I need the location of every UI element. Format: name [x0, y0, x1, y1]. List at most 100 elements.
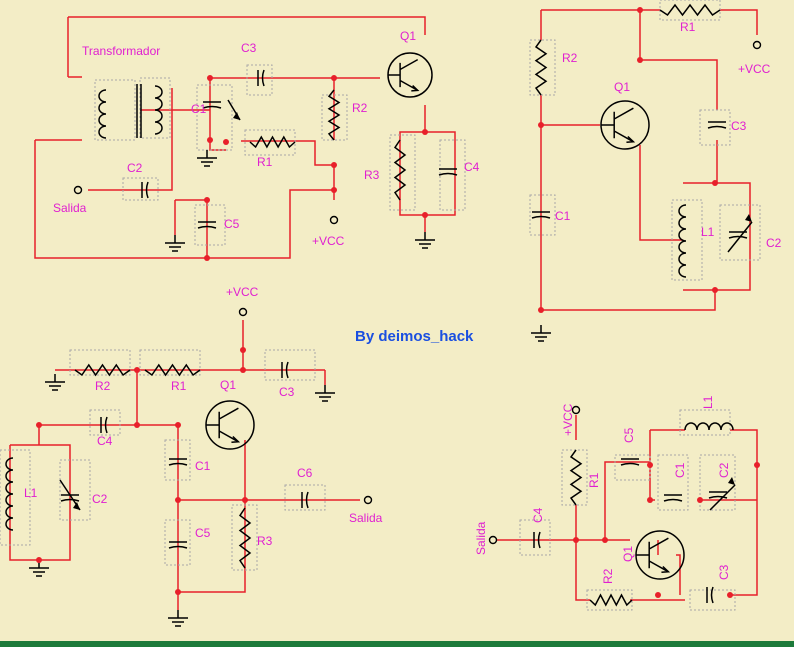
junction-dot — [538, 122, 544, 128]
ground-icon — [197, 150, 217, 167]
variable-arrow-head — [745, 214, 752, 222]
c2-capacitor — [141, 181, 149, 199]
c1-capacitor — [531, 211, 551, 219]
terminal-open — [752, 40, 762, 50]
c2-capacitor — [708, 491, 728, 499]
wire — [241, 140, 334, 166]
circuit-2-labels: R1 R2 Q1 +VCC C3 C1 L1 C2 — [555, 20, 782, 250]
component-outline — [586, 589, 633, 611]
component-outline — [59, 459, 91, 521]
junction-dot — [240, 347, 246, 353]
r1-resistor — [569, 449, 583, 506]
r3-resistor — [238, 507, 252, 569]
variable-arrow — [727, 221, 753, 253]
c2-c1-label: C1 — [555, 209, 571, 223]
c3-vcc-label: +VCC — [226, 285, 259, 299]
c4-capacitor — [533, 531, 541, 549]
component-outline — [231, 504, 258, 571]
transformer-core — [136, 84, 142, 138]
wire — [639, 145, 683, 241]
c2-l1-label: L1 — [701, 225, 715, 239]
junction-dot — [36, 557, 42, 563]
component-outline — [519, 519, 551, 556]
q1-transistor-arrow — [231, 435, 241, 444]
c4-c5-label: C5 — [622, 427, 636, 443]
component-outline — [122, 177, 159, 201]
junction-dot — [727, 592, 733, 598]
wire — [639, 10, 751, 291]
junction-dot — [134, 422, 140, 428]
c3-capacitor — [281, 361, 289, 379]
junction-dot — [422, 129, 428, 135]
component-outline — [689, 589, 736, 611]
c3-c2-label: C2 — [92, 492, 108, 506]
junction-dot — [242, 497, 248, 503]
junction-dot — [175, 589, 181, 595]
transformer-secondary — [154, 85, 163, 135]
junction-dot — [175, 497, 181, 503]
c1-c4-label: C4 — [464, 160, 480, 174]
junction-dot — [647, 497, 653, 503]
junction-dots — [36, 7, 762, 598]
c4-capacitor — [438, 168, 458, 176]
junction-dot — [204, 255, 210, 261]
c3-c4-label: C4 — [97, 434, 113, 448]
junction-dot — [207, 137, 213, 143]
wires — [9, 9, 758, 610]
c1-r3-label: R3 — [364, 168, 380, 182]
component-outline — [246, 64, 273, 96]
c1-output-label: Salida — [53, 201, 87, 215]
c1-c3-label: C3 — [241, 41, 257, 55]
terminal-open — [363, 495, 373, 505]
ground-icon — [29, 560, 49, 577]
r2-resistor — [534, 39, 548, 96]
c3-r1-label: R1 — [171, 379, 187, 393]
circuit-4-labels: +VCC L1 C5 C1 C2 R1 Salida C4 Q1 R2 C3 — [474, 395, 731, 584]
junction-dot — [331, 75, 337, 81]
q1-transistor-body — [206, 407, 239, 443]
c4-output-label: Salida — [474, 521, 488, 555]
c1-capacitor — [168, 458, 188, 466]
component-outline — [389, 134, 416, 211]
c2-c2-label: C2 — [766, 236, 782, 250]
c5-capacitor — [197, 221, 217, 229]
junction-dot — [223, 139, 229, 145]
q1-transistor-body — [388, 58, 419, 92]
c4-c3-label: C3 — [717, 564, 731, 580]
c5-capacitor — [168, 541, 188, 549]
wire — [174, 200, 208, 258]
c3-l1-label: L1 — [24, 486, 38, 500]
component-outline — [284, 484, 326, 511]
junction-dot — [331, 162, 337, 168]
junction-dot — [538, 307, 544, 313]
junction-dot — [207, 75, 213, 81]
c3-output-label: Salida — [349, 511, 383, 525]
variable-arrow-head — [73, 502, 80, 510]
c3-capacitor — [257, 69, 265, 87]
variable-arrow-head — [728, 477, 735, 485]
c1-q1-label: Q1 — [400, 29, 416, 43]
c1-capacitor — [663, 494, 683, 502]
circuit-3-labels: +VCC R2 R1 Q1 C3 C4 C1 C6 L1 C2 Salida C… — [24, 285, 383, 548]
ground-icon — [168, 610, 188, 627]
component-outline — [164, 439, 191, 481]
c3-capacitor — [707, 121, 727, 129]
c1-transformer-label: Transformador — [82, 44, 160, 58]
component-outline — [439, 139, 466, 211]
component-outline — [139, 349, 201, 376]
c4-c4-label: C4 — [531, 507, 545, 523]
bottom-strip — [0, 641, 794, 647]
c3-c1-label: C1 — [195, 459, 211, 473]
ground-icon — [45, 374, 65, 391]
junction-dot — [637, 7, 643, 13]
component-outline — [321, 94, 348, 141]
component-outline — [657, 454, 689, 511]
junction-dot — [712, 287, 718, 293]
junction-dot — [647, 462, 653, 468]
junction-dot — [637, 57, 643, 63]
transformer-primary — [98, 89, 107, 139]
c4-r1-label: R1 — [587, 472, 601, 488]
ground-icon — [165, 235, 185, 252]
c3-c6-label: C6 — [297, 466, 313, 480]
junction-dot — [712, 180, 718, 186]
